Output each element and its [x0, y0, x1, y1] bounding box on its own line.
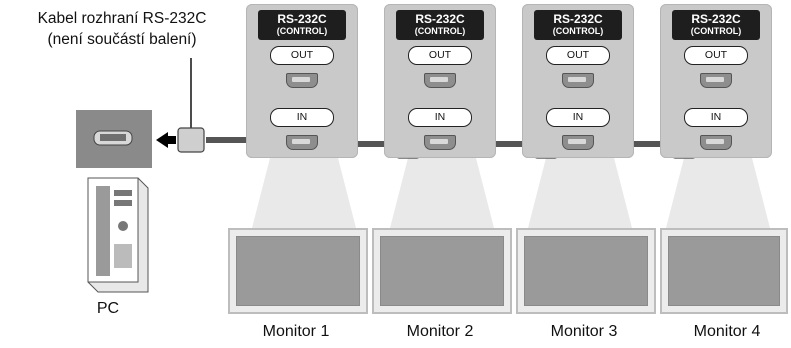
cable-caption-line2: (není součástí balení) [47, 31, 197, 48]
monitor-1-screen [228, 228, 368, 314]
arrow-left-icon [156, 132, 176, 148]
panel-subtitle: (CONTROL) [276, 26, 328, 36]
pc-tower-icon [87, 177, 149, 293]
control-panel-3: RS-232C (CONTROL) OUT IN [522, 4, 634, 158]
monitor-label-3: Monitor 3 [550, 323, 618, 340]
out-label: OUT [270, 46, 334, 65]
out-label: OUT [684, 46, 748, 65]
monitor-3-screen [516, 228, 656, 314]
in-port [286, 135, 318, 150]
out-label: OUT [408, 46, 472, 65]
cable-caption-line1: Kabel rozhraní RS-232C [37, 10, 207, 27]
monitor-label-1: Monitor 1 [262, 323, 330, 340]
in-port [424, 135, 456, 150]
monitor-4-screen [660, 228, 788, 314]
panel-header: RS-232C (CONTROL) [672, 10, 760, 40]
out-port [562, 73, 594, 88]
pc-label: PC [96, 300, 120, 317]
monitor-label-2: Monitor 2 [406, 323, 474, 340]
in-label: IN [270, 108, 334, 127]
beam-4 [666, 158, 770, 228]
in-label: IN [546, 108, 610, 127]
monitor-label-4: Monitor 4 [693, 323, 761, 340]
panel-header: RS-232C (CONTROL) [396, 10, 484, 40]
out-port [286, 73, 318, 88]
in-port [700, 135, 732, 150]
in-label: IN [684, 108, 748, 127]
panel-title: RS-232C [691, 12, 741, 26]
out-port [700, 73, 732, 88]
panel-header: RS-232C (CONTROL) [258, 10, 346, 40]
panel-header: RS-232C (CONTROL) [534, 10, 622, 40]
panel-subtitle: (CONTROL) [414, 26, 466, 36]
panel-subtitle: (CONTROL) [690, 26, 742, 36]
in-port [562, 135, 594, 150]
out-port [424, 73, 456, 88]
control-panel-2: RS-232C (CONTROL) OUT IN [384, 4, 496, 158]
panel-title: RS-232C [553, 12, 603, 26]
cable-caption: Kabel rozhraní RS-232C (není součástí ba… [4, 8, 240, 50]
plug-pc [177, 127, 205, 153]
panel-title: RS-232C [277, 12, 327, 26]
beam-2 [390, 158, 494, 228]
panel-subtitle: (CONTROL) [552, 26, 604, 36]
out-label: OUT [546, 46, 610, 65]
panel-title: RS-232C [415, 12, 465, 26]
monitor-2-screen [372, 228, 512, 314]
beam-1 [252, 158, 356, 228]
beam-3 [528, 158, 632, 228]
in-label: IN [408, 108, 472, 127]
control-panel-4: RS-232C (CONTROL) OUT IN [660, 4, 772, 158]
control-panel-1: RS-232C (CONTROL) OUT IN [246, 4, 358, 158]
